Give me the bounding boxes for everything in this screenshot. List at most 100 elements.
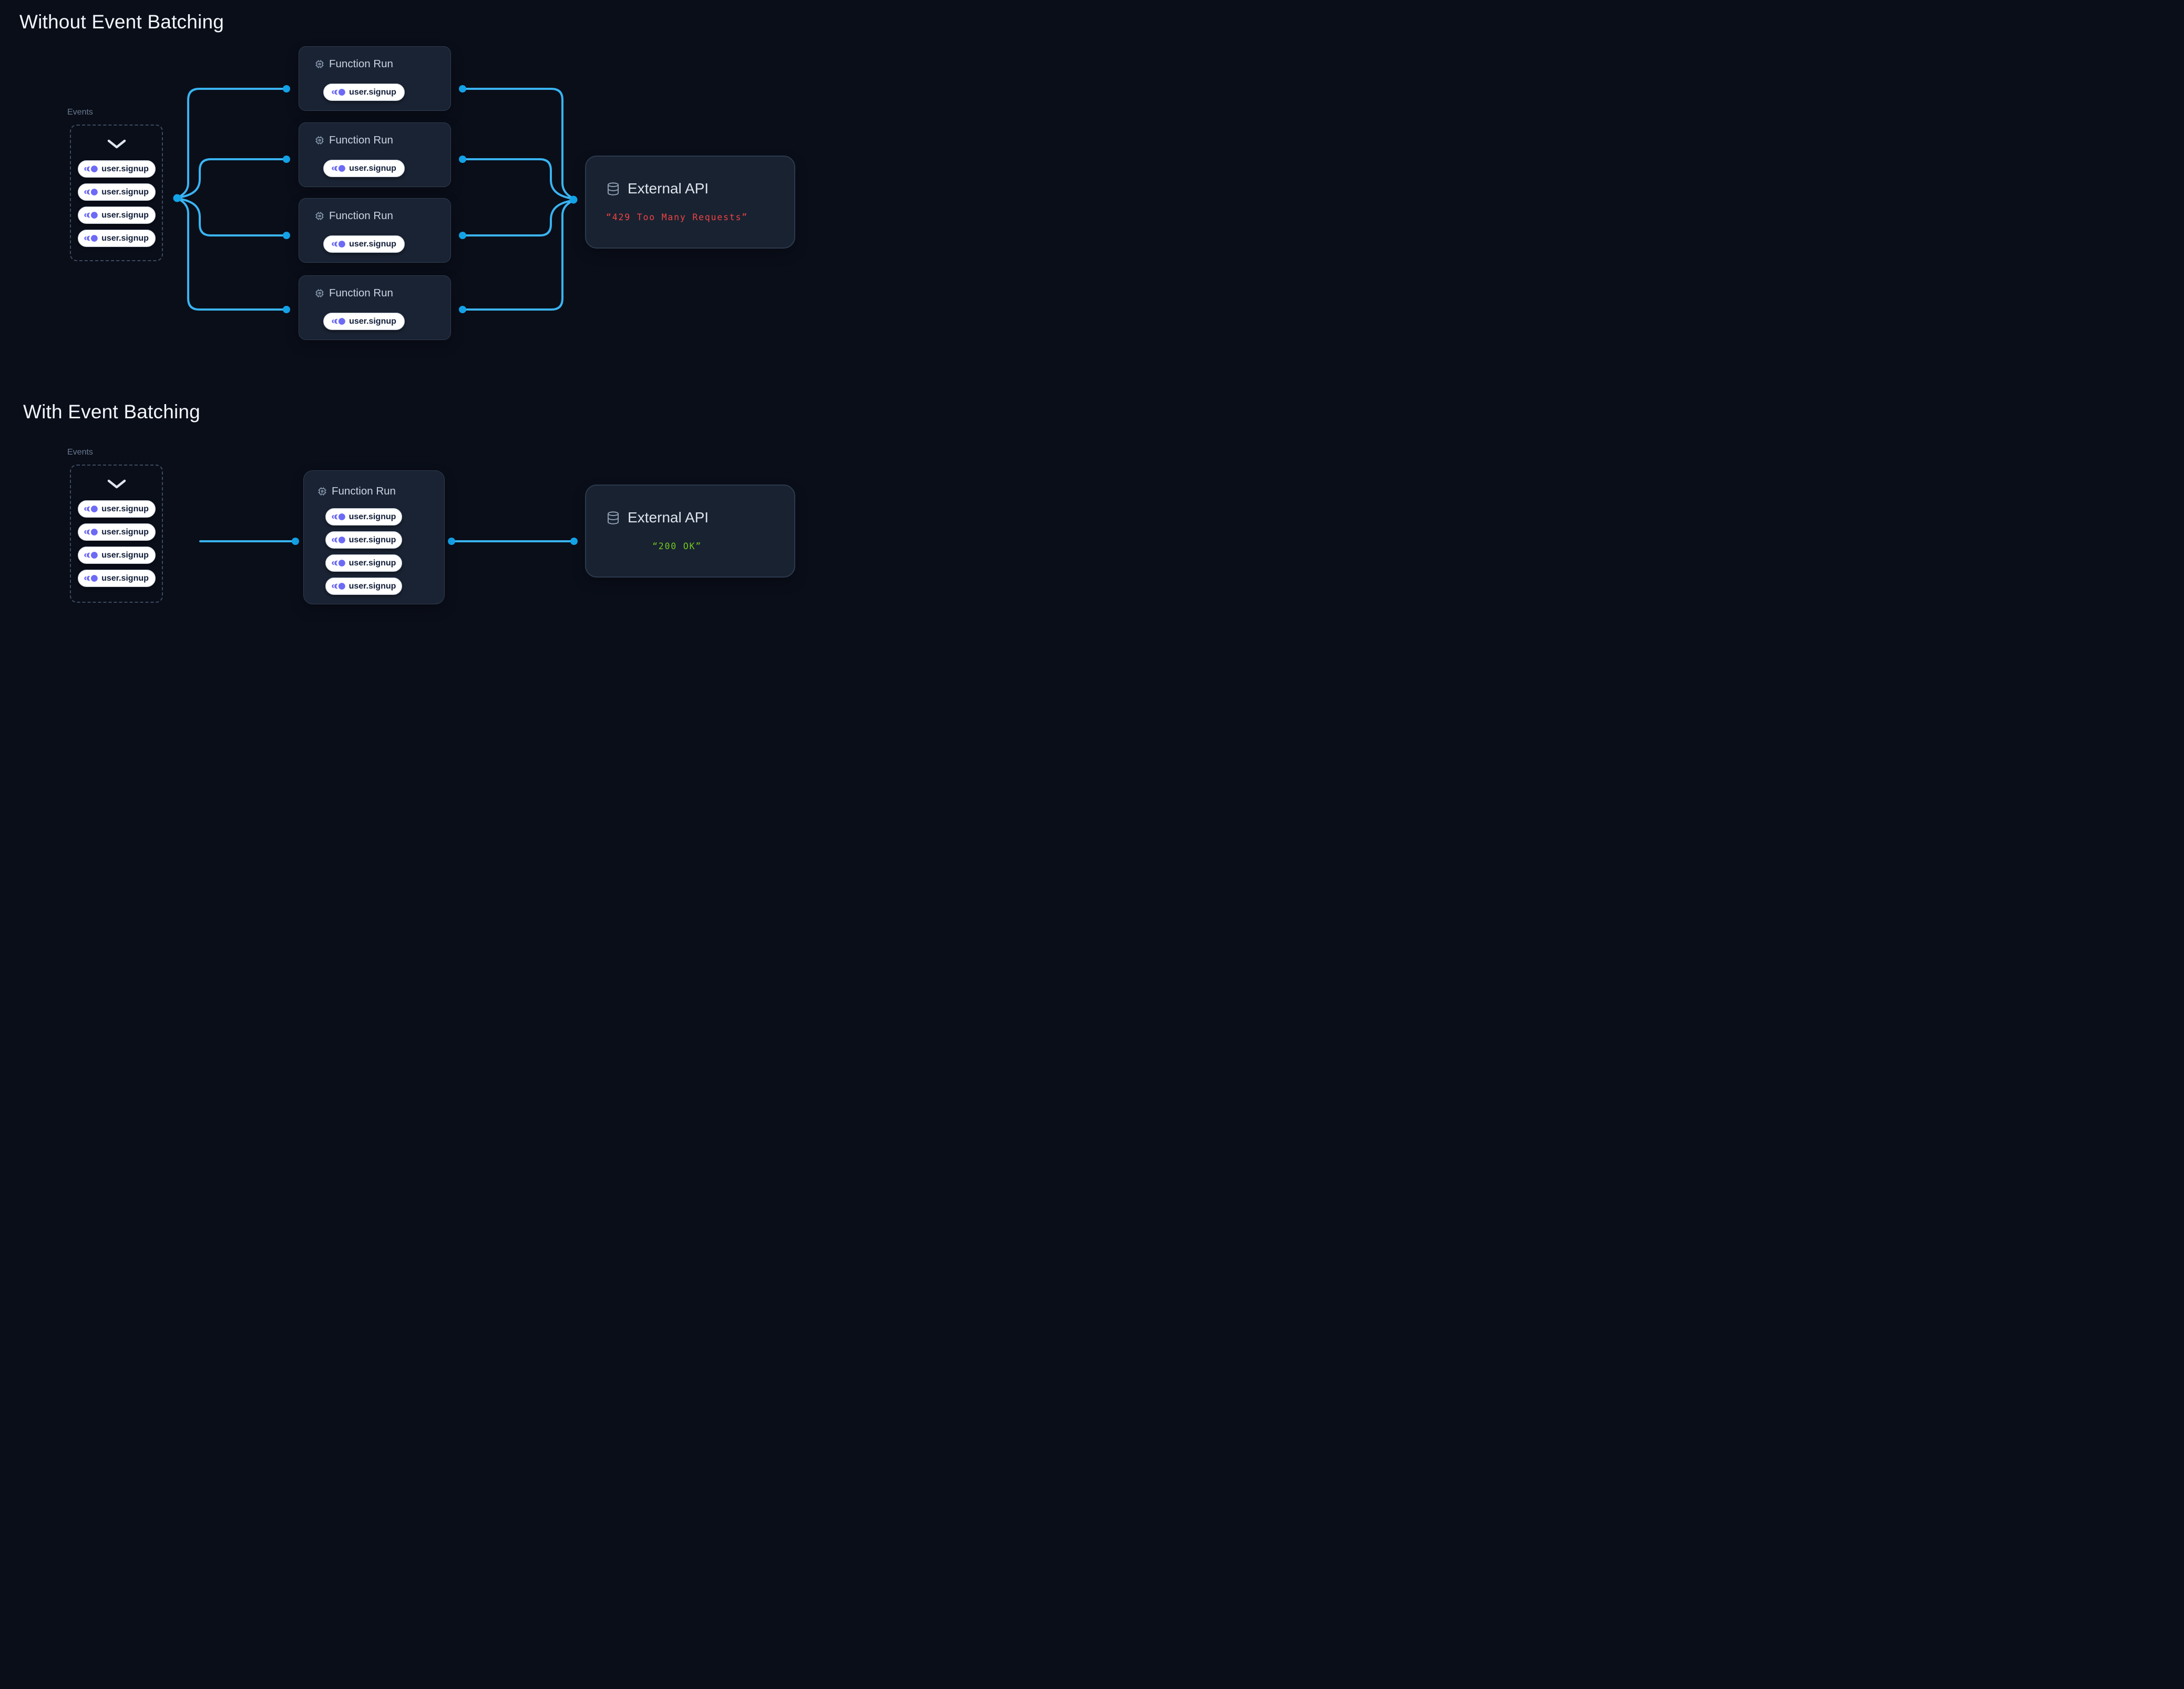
connector-converge-4 <box>462 199 575 311</box>
event-pulse-icon <box>84 575 98 582</box>
event-pulse-icon <box>84 235 98 242</box>
connector-dot <box>173 194 181 202</box>
event-pill: user.signup <box>77 547 156 564</box>
connector-dot <box>459 85 466 92</box>
event-pill: user.signup <box>77 570 156 587</box>
external-api-card: External API “429 Too Many Requests” <box>585 156 795 249</box>
event-pill: user.signup <box>323 160 405 177</box>
event-pill-label: user.signup <box>101 187 149 197</box>
event-pill: user.signup <box>323 235 405 253</box>
external-api-title: External API <box>628 509 709 526</box>
api-response-error: “429 Too Many Requests” <box>606 212 748 222</box>
chevron-down-icon <box>107 479 126 489</box>
connector-dot <box>459 156 466 163</box>
connector-dot <box>283 306 290 313</box>
connector-fanout-2 <box>176 158 288 199</box>
external-api-header: External API <box>606 509 709 527</box>
event-pill-label: user.signup <box>349 163 396 173</box>
function-run-card: Function Run user.signup <box>299 46 451 111</box>
cpu-icon <box>315 60 324 68</box>
event-pulse-icon <box>332 241 345 248</box>
connector-dot <box>569 195 578 204</box>
api-response-success: “200 OK” <box>652 541 702 551</box>
event-pill: user.signup <box>77 523 156 541</box>
connector-dot <box>292 538 299 545</box>
event-pill-label: user.signup <box>101 573 149 583</box>
event-pill-list: user.signup user.signup user.signup user… <box>77 160 156 247</box>
event-pulse-icon <box>332 165 345 172</box>
event-pulse-icon <box>84 552 98 559</box>
event-pulse-icon <box>84 212 98 219</box>
events-label: Events <box>67 108 93 117</box>
event-pill: user.signup <box>77 500 156 518</box>
external-api-header: External API <box>606 180 709 198</box>
function-run-card: Function Run user.signup <box>299 198 451 263</box>
event-pill: user.signup <box>325 554 402 572</box>
event-pill-label: user.signup <box>348 535 396 544</box>
event-pill-label: user.signup <box>349 316 396 326</box>
event-pill-label: user.signup <box>101 164 149 173</box>
event-pill: user.signup <box>323 313 405 330</box>
connector-dot <box>448 538 455 545</box>
external-api-title: External API <box>628 180 709 197</box>
event-pill: user.signup <box>77 207 156 224</box>
function-run-header: Function Run <box>315 55 393 73</box>
function-run-header: Function Run <box>315 284 393 302</box>
cpu-icon <box>318 487 326 496</box>
event-pulse-icon <box>331 537 345 543</box>
event-pulse-icon <box>84 189 98 195</box>
function-run-title: Function Run <box>329 134 393 146</box>
connector-dot <box>459 232 466 239</box>
event-pulse-icon <box>331 583 345 590</box>
event-pill-label: user.signup <box>101 527 149 537</box>
event-pill: user.signup <box>325 508 402 526</box>
section-title-with-batching: With Event Batching <box>23 401 200 423</box>
function-run-title: Function Run <box>329 287 393 299</box>
connector-dot <box>570 538 578 545</box>
function-run-title: Function Run <box>329 210 393 222</box>
event-pill-label: user.signup <box>101 233 149 243</box>
event-pill-list: user.signup user.signup user.signup user… <box>77 500 156 587</box>
function-run-card: Function Run user.signup <box>299 122 451 187</box>
event-pill: user.signup <box>77 160 156 178</box>
connector-dot <box>283 85 290 92</box>
cpu-icon <box>315 212 324 220</box>
connector-converge-3 <box>462 199 575 236</box>
cpu-icon <box>315 289 324 297</box>
chevron-down-icon <box>107 139 126 149</box>
event-pill-label: user.signup <box>101 504 149 513</box>
events-box: user.signup user.signup user.signup user… <box>70 465 163 603</box>
connector-fanout-1 <box>176 88 288 199</box>
event-pill-label: user.signup <box>348 512 396 521</box>
event-pill-label: user.signup <box>348 581 396 591</box>
function-run-card-batched: Function Run user.signup user.signup use… <box>303 470 445 604</box>
event-pill-label: user.signup <box>101 210 149 220</box>
section-title-without-batching: Without Event Batching <box>19 11 224 33</box>
event-pill: user.signup <box>325 578 402 595</box>
event-pill: user.signup <box>323 84 405 101</box>
function-run-header: Function Run <box>317 482 396 500</box>
event-pill-label: user.signup <box>349 87 396 97</box>
event-pill-list: user.signup user.signup user.signup user… <box>325 508 402 595</box>
connector-dot <box>459 306 466 313</box>
events-box: user.signup user.signup user.signup user… <box>70 125 163 261</box>
function-run-title: Function Run <box>329 58 393 70</box>
function-run-header: Function Run <box>315 131 393 149</box>
event-pill-label: user.signup <box>349 239 396 249</box>
connector-converge-1 <box>462 88 575 200</box>
event-pulse-icon <box>84 506 98 512</box>
event-pulse-icon <box>332 318 345 325</box>
connector-fanout-4 <box>176 197 288 311</box>
connector-fanout-3 <box>176 197 288 236</box>
database-icon <box>607 511 619 524</box>
event-pill: user.signup <box>325 531 402 549</box>
events-label: Events <box>67 448 93 457</box>
function-run-card: Function Run user.signup <box>299 275 451 340</box>
event-pill-label: user.signup <box>101 550 149 560</box>
event-pill-label: user.signup <box>348 558 396 568</box>
connector-dot <box>283 156 290 163</box>
event-batching-diagram: Without Event Batching Events user.signu… <box>0 0 824 637</box>
event-pulse-icon <box>332 89 345 96</box>
database-icon <box>607 182 619 195</box>
function-run-title: Function Run <box>332 485 396 497</box>
